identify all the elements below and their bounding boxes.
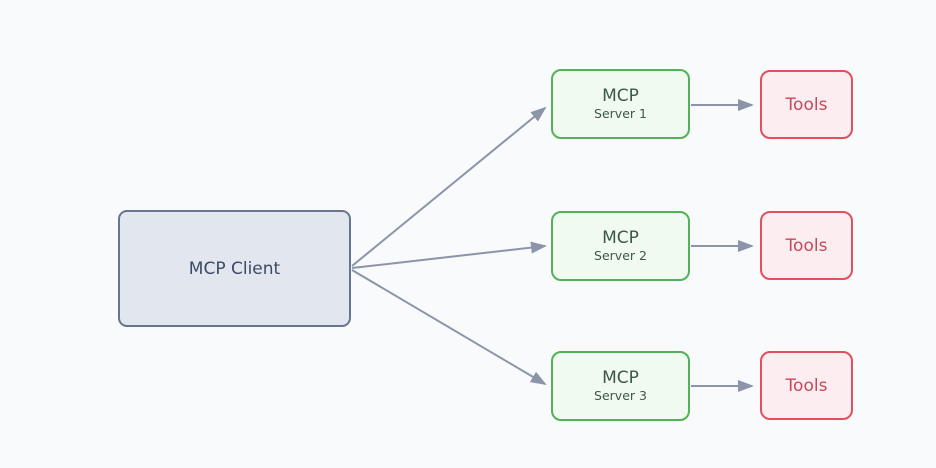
- mcp-server-3-node: MCP Server 3: [551, 351, 690, 421]
- tools-3-node: Tools: [760, 351, 853, 420]
- tools-1-label: Tools: [785, 94, 828, 115]
- tools-1-node: Tools: [760, 70, 853, 139]
- mcp-server-1-title: MCP: [602, 85, 639, 106]
- tools-2-label: Tools: [785, 235, 828, 256]
- mcp-server-2-title: MCP: [602, 227, 639, 248]
- mcp-server-1-subtitle: Server 1: [594, 106, 647, 122]
- mcp-server-2-node: MCP Server 2: [551, 211, 690, 281]
- edge-client-to-server-3: [351, 269, 547, 386]
- mcp-server-1-node: MCP Server 1: [551, 69, 690, 139]
- mcp-server-3-subtitle: Server 3: [594, 388, 647, 404]
- mcp-client-node: MCP Client: [118, 210, 351, 327]
- edge-client-to-server-1: [351, 106, 547, 267]
- tools-2-node: Tools: [760, 211, 853, 280]
- mcp-server-3-title: MCP: [602, 367, 639, 388]
- mcp-server-2-subtitle: Server 2: [594, 248, 647, 264]
- edge-client-to-server-2: [351, 241, 547, 269]
- tools-3-label: Tools: [785, 375, 828, 396]
- mcp-client-label: MCP Client: [188, 258, 281, 279]
